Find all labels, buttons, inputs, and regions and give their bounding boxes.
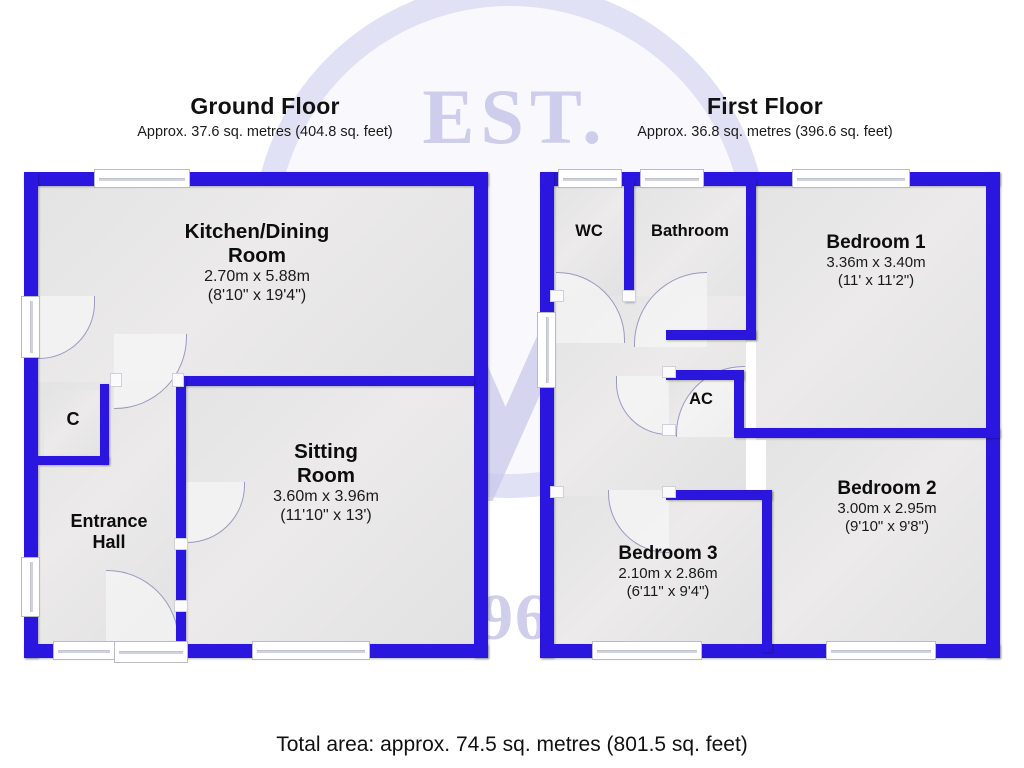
kitchen-dining-metric: 2.70m x 5.88m xyxy=(204,268,310,286)
room-label-bedroom2: Bedroom 2 3.00m x 2.95m (9'10" x 9'8") xyxy=(792,478,982,536)
first-wall-left xyxy=(540,172,554,658)
doorstop-airing-cupboard-top xyxy=(662,366,676,378)
first-wall-bedroom1-bedroom2-divider xyxy=(734,428,1000,438)
entrance-hall-name: Entrance xyxy=(70,511,148,531)
ground-wall-right xyxy=(474,172,488,658)
ground-wall-kitchen-sitting-divider xyxy=(176,376,474,386)
bedroom2-metric: 3.00m x 2.95m xyxy=(837,500,937,518)
ground-floor-heading: Ground Floor Approx. 37.6 sq. metres (40… xyxy=(45,93,485,140)
doorstop-hall-sitting-top xyxy=(174,538,188,550)
first-floor-area: Approx. 36.8 sq. metres (396.6 sq. feet) xyxy=(637,124,893,140)
bedroom1-metric: 3.36m x 3.40m xyxy=(826,254,926,272)
ground-wall-cupboard-right xyxy=(100,384,109,464)
window-bedroom2-bottom xyxy=(826,641,936,660)
room-label-kitchen-dining: Kitchen/Dining Room 2.70m x 5.88m (8'10"… xyxy=(150,220,364,306)
room-label-bedroom3: Bedroom 3 2.10m x 2.86m (6'11" x 9'4") xyxy=(574,543,762,601)
doorstop-bedroom3-right xyxy=(662,486,676,498)
bedroom2-imperial: (9'10" x 9'8") xyxy=(845,518,929,536)
sitting-room-imperial: (11'10" x 13') xyxy=(280,507,372,525)
room-label-entrance-hall: Entrance Hall xyxy=(38,511,180,553)
window-bedroom3-bottom xyxy=(592,641,702,660)
ground-floor-area: Approx. 37.6 sq. metres (404.8 sq. feet) xyxy=(137,124,393,140)
bedroom2-floor xyxy=(766,440,994,644)
door-opening-kitchen-side xyxy=(21,296,40,358)
window-bathroom-top xyxy=(640,169,704,188)
bedroom3-imperial: (6'11" x 9'4") xyxy=(626,583,710,601)
doorstop-kitchen-hall-b xyxy=(172,373,184,387)
door-opening-front xyxy=(114,641,188,663)
first-floor-heading: First Floor Approx. 36.8 sq. metres (396… xyxy=(545,93,985,140)
total-area-text: Total area: approx. 74.5 sq. metres (801… xyxy=(276,733,748,756)
bedroom3-metric: 2.10m x 2.86m xyxy=(618,565,718,583)
ground-wall-left xyxy=(24,172,38,658)
wc-name: WC xyxy=(575,222,603,240)
kitchen-dining-imperial: (8'10" x 19'4") xyxy=(207,287,307,305)
sitting-room-name: Sitting xyxy=(294,440,358,463)
sitting-room-name2: Room xyxy=(296,464,356,488)
bedroom1-imperial: (11' x 11'2") xyxy=(837,272,915,290)
bedroom1-floor xyxy=(756,186,994,440)
kitchen-dining-name: Kitchen/Dining xyxy=(184,220,330,243)
window-landing-left xyxy=(537,312,556,388)
ground-floor-title: Ground Floor xyxy=(190,93,340,119)
room-label-airing-cupboard: AC xyxy=(668,390,734,409)
ground-wall-hall-sitting-divider xyxy=(176,376,186,644)
room-label-wc: WC xyxy=(554,222,624,241)
first-wall-ac-top xyxy=(666,370,744,380)
first-wall-bedroom3-right xyxy=(762,490,772,652)
cupboard-name: C xyxy=(66,409,80,429)
bedroom3-name: Bedroom 3 xyxy=(618,543,718,564)
ground-wall-cupboard-bottom xyxy=(38,456,109,465)
first-wall-ac-right xyxy=(734,370,744,434)
first-wall-right xyxy=(986,172,1000,658)
room-label-bathroom: Bathroom xyxy=(630,222,750,241)
first-wall-bathroom-bedroom1-divider xyxy=(746,180,756,340)
doorstop-hall-sitting-bottom xyxy=(174,600,188,612)
airing-cupboard-name: AC xyxy=(689,390,713,408)
doorstop-airing-cupboard-bottom xyxy=(662,424,676,436)
window-kitchen-top xyxy=(94,169,190,188)
window-entrance-hall-bottom xyxy=(53,641,115,660)
window-entrance-hall-left xyxy=(21,557,40,617)
bathroom-name: Bathroom xyxy=(651,222,729,240)
room-label-cupboard: C xyxy=(44,409,102,430)
window-sitting-room-bottom xyxy=(252,641,370,660)
window-wc-top xyxy=(558,169,622,188)
window-bedroom1-top xyxy=(792,169,910,188)
sitting-room-metric: 3.60m x 3.96m xyxy=(273,488,379,506)
bedroom2-name: Bedroom 2 xyxy=(837,478,937,499)
entrance-hall-name2: Hall xyxy=(92,532,126,553)
doorstop-kitchen-hall-a xyxy=(110,373,122,387)
first-wall-bathroom-bottom xyxy=(666,330,756,340)
doorstop-wc xyxy=(550,290,564,302)
doorstop-bedroom3-left xyxy=(550,486,564,498)
room-label-sitting-room: Sitting Room 3.60m x 3.96m (11'10" x 13'… xyxy=(228,440,424,526)
first-floor-title: First Floor xyxy=(707,93,823,119)
bedroom1-name: Bedroom 1 xyxy=(826,232,926,253)
cupboard-floor xyxy=(44,390,106,462)
kitchen-dining-name2: Room xyxy=(227,244,287,268)
doorstop-bathroom xyxy=(622,290,636,302)
room-label-bedroom1: Bedroom 1 3.36m x 3.40m (11' x 11'2") xyxy=(782,232,970,290)
first-wall-bedroom3-top xyxy=(666,490,772,500)
